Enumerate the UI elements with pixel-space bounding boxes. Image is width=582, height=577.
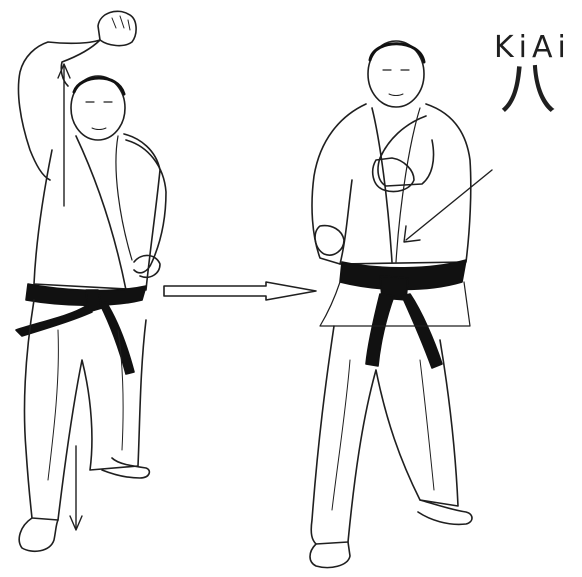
left-figure-raised-sleeve [18, 40, 100, 180]
left-figure-pants [24, 300, 146, 520]
left-figure-raised-fist [98, 11, 136, 45]
figure-right-punch [310, 41, 472, 568]
transition-arrow [164, 282, 316, 300]
left-figure-jacket [34, 134, 160, 290]
figure-left-raised-arm [16, 11, 166, 551]
kiai-glyph: 八 [500, 62, 556, 118]
right-figure-jacket [312, 104, 366, 264]
left-figure-foot-left [19, 518, 58, 551]
right-figure-foot-left [310, 542, 350, 568]
power-arrow [404, 170, 492, 242]
